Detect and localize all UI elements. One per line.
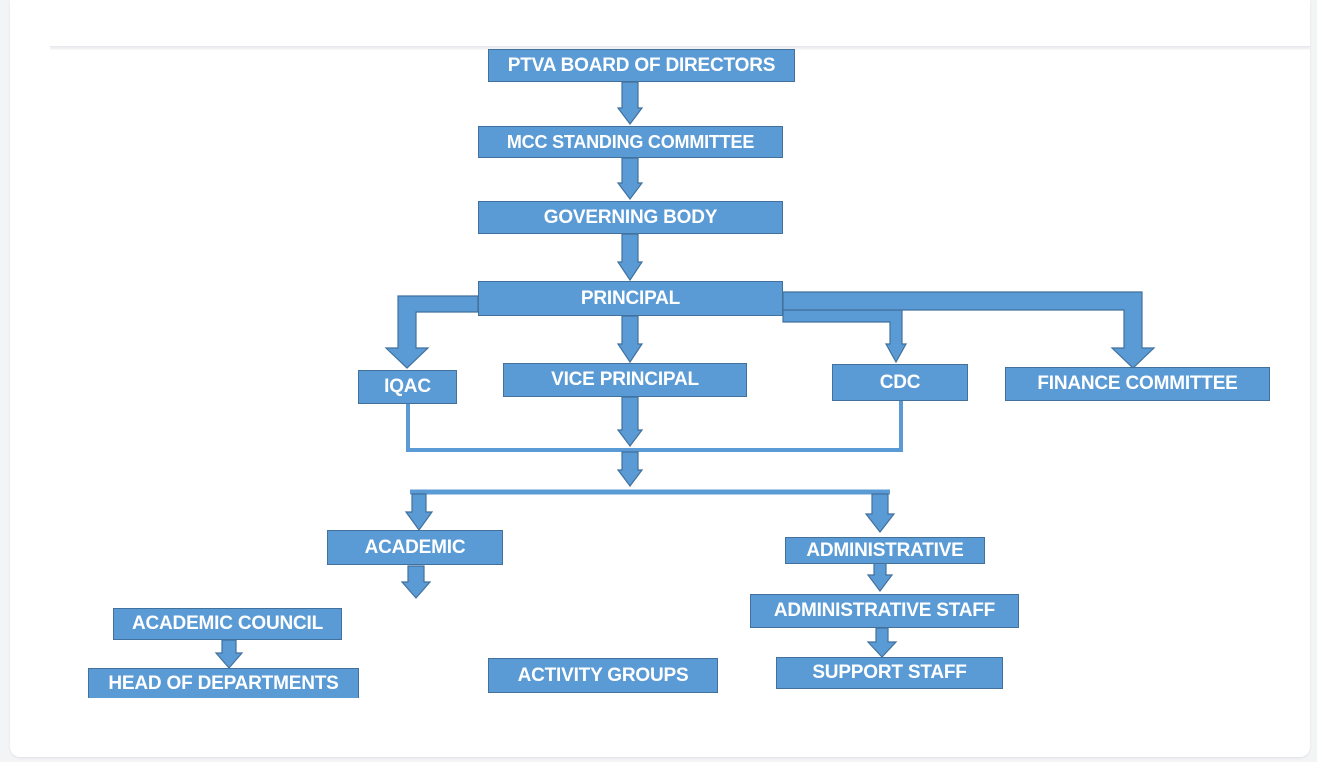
- arrow-vice-principal-down: [616, 396, 644, 447]
- arrow-council-to-hods: [214, 639, 244, 669]
- arrow-governing-to-principal: [616, 233, 644, 282]
- node-board-of-directors: PTVA BOARD OF DIRECTORS: [488, 49, 795, 82]
- node-principal: PRINCIPAL: [478, 281, 783, 316]
- node-finance-committee: FINANCE COMMITTEE: [1005, 367, 1270, 401]
- header-divider: [50, 46, 1310, 50]
- node-support-staff: SUPPORT STAFF: [776, 657, 1003, 689]
- arrow-split-to-academic: [404, 493, 434, 532]
- node-governing-body: GOVERNING BODY: [478, 201, 783, 234]
- node-cdc: CDC: [832, 364, 968, 401]
- arrow-staff-to-support: [866, 627, 898, 658]
- node-activity-groups: ACTIVITY GROUPS: [488, 658, 718, 693]
- merge-line-iqac-cdc: [406, 401, 903, 452]
- node-academic: ACADEMIC: [327, 530, 503, 565]
- arrow-principal-to-vice-principal: [616, 315, 644, 364]
- node-administrative-staff: ADMINISTRATIVE STAFF: [750, 594, 1019, 628]
- arrow-board-to-mcc: [616, 81, 644, 125]
- arrow-administrative-to-staff: [866, 562, 894, 592]
- node-head-of-departments: HEAD OF DEPARTMENTS: [88, 668, 359, 698]
- arrow-merge-down: [616, 451, 644, 487]
- node-academic-council: ACADEMIC COUNCIL: [113, 608, 342, 640]
- node-mcc-standing-committee: MCC STANDING COMMITTEE: [478, 126, 783, 158]
- arrow-split-to-administrative: [864, 493, 896, 533]
- node-administrative: ADMINISTRATIVE: [785, 537, 985, 564]
- arrow-principal-to-iqac: [384, 295, 479, 369]
- arrow-mcc-to-governing: [616, 157, 644, 200]
- arrow-principal-to-cdc: [782, 309, 908, 364]
- arrow-academic-down: [400, 565, 432, 599]
- node-vice-principal: VICE PRINCIPAL: [503, 363, 747, 397]
- node-iqac: IQAC: [358, 370, 457, 404]
- arrow-principal-to-finance: [782, 291, 1156, 369]
